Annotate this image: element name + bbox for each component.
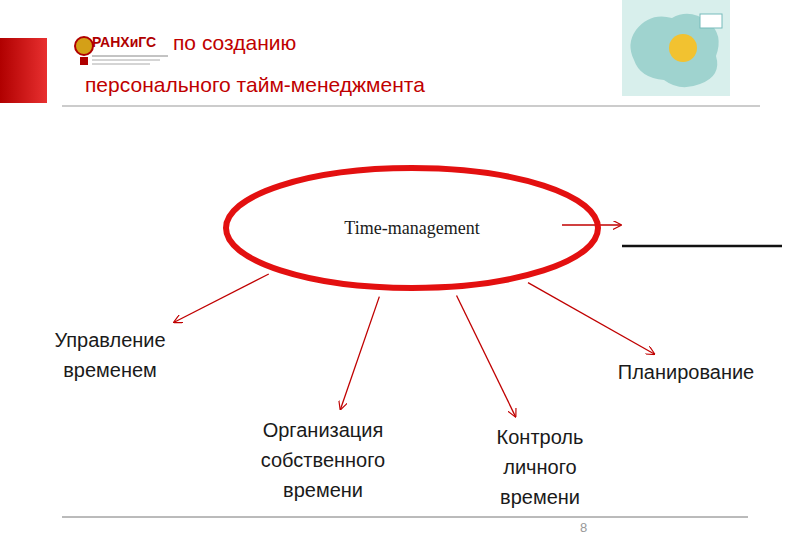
ellipse-shape <box>226 168 598 288</box>
node-text: Контроль личного времени <box>465 422 615 512</box>
node-text: Организация собственного времени <box>228 415 418 505</box>
ellipse-node: Time-management <box>222 164 602 292</box>
slide-title: по созданию персонального тайм-менеджмен… <box>85 22 565 106</box>
page-number: 8 <box>580 520 587 535</box>
bottom-rule <box>405 517 748 518</box>
red-bar <box>0 38 47 103</box>
concept-text: Планирование <box>596 357 776 387</box>
concept-text: Управление временем <box>25 325 195 385</box>
map-picture <box>622 0 730 96</box>
concept-text: Организация собственного времени <box>228 415 418 505</box>
blank-line <box>622 245 782 248</box>
logo-text: РАНХиГС <box>92 34 156 50</box>
arrow-connector <box>528 283 654 354</box>
node-text: Управление временем <box>25 325 195 385</box>
side-arrow <box>562 224 621 225</box>
arrow-connector <box>174 274 269 322</box>
arrow-connector <box>340 297 379 410</box>
title-rule <box>62 106 760 107</box>
arrow-connector <box>457 295 516 416</box>
concept-text: Контроль личного времени <box>465 422 615 512</box>
node-text: Планирование <box>596 357 776 387</box>
bottom-rule <box>62 517 405 518</box>
node-text: Time-management <box>344 217 479 239</box>
